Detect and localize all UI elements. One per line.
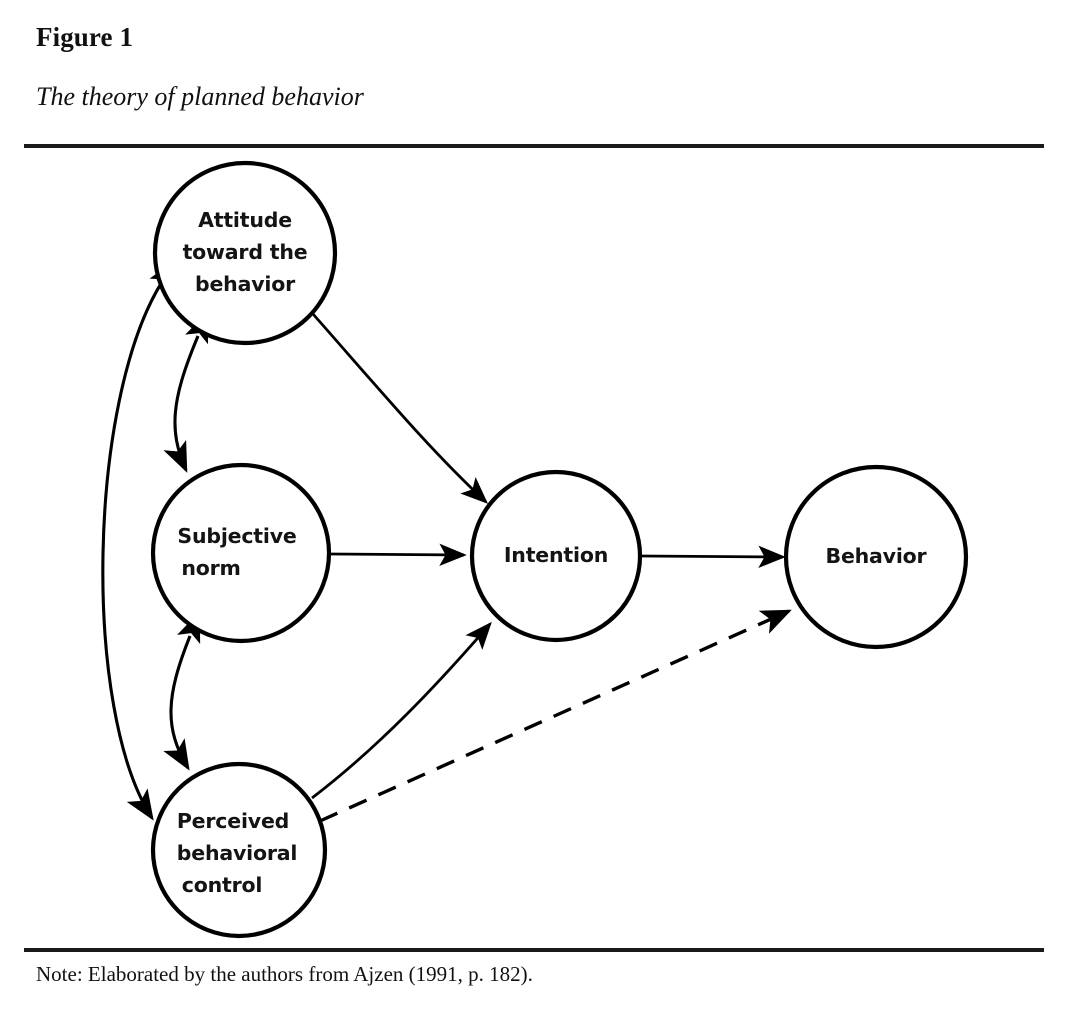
subjective-norm-circle[interactable] xyxy=(150,462,332,644)
figure-label: Figure 1 xyxy=(36,22,134,52)
node-subjective-norm[interactable]: Subjective norm xyxy=(150,462,332,644)
edge-attitude-subjective-norm xyxy=(163,311,209,473)
intention-label: Intention xyxy=(504,543,608,567)
intention-circle[interactable] xyxy=(469,469,643,643)
figure-note: Note: Elaborated by the authors from Ajz… xyxy=(36,962,533,986)
subjective-norm-label-line-1: Subjective xyxy=(177,524,296,548)
attitude-label-line-1: Attitude xyxy=(198,208,292,232)
figure-bottom-rule xyxy=(24,948,1044,952)
node-intention[interactable]: Intention xyxy=(469,469,643,643)
edge-perceived-behavioral-control-behavior xyxy=(319,609,792,823)
edge-attitude-intention xyxy=(311,313,489,504)
attitude-label-line-3: behavior xyxy=(195,272,296,296)
theory-of-planned-behavior-diagram: Behavior --> Attitude toward the behavio… xyxy=(0,150,1068,945)
edge-subjective-norm-perceived-behavioral-control xyxy=(163,611,201,771)
node-perceived-behavioral-control[interactable]: Perceived behavioral control xyxy=(150,761,328,939)
subjective-norm-label-line-2: norm xyxy=(181,556,240,580)
attitude-circle[interactable] xyxy=(152,160,338,346)
edge-intention-behavior xyxy=(640,545,786,569)
attitude-label-line-2: toward the xyxy=(183,240,308,264)
pbc-label-line-2: behavioral xyxy=(177,841,297,865)
behavior-label: Behavior xyxy=(826,544,928,568)
edge-subjective-norm-intention xyxy=(330,543,467,567)
perceived-behavioral-control-circle[interactable] xyxy=(150,761,328,939)
edge-perceived-behavioral-control-intention xyxy=(311,621,492,800)
edge-attitude-perceived-behavioral-control xyxy=(101,259,177,821)
behavior-circle[interactable] xyxy=(783,464,969,650)
figure-top-rule xyxy=(24,144,1044,148)
pbc-label-line-3: control xyxy=(182,873,262,897)
figure-caption: The theory of planned behavior xyxy=(36,82,364,111)
node-behavior[interactable]: Behavior xyxy=(783,464,969,650)
diagram-canvas: Behavior --> Attitude toward the behavio… xyxy=(101,160,969,939)
pbc-label-line-1: Perceived xyxy=(177,809,289,833)
node-attitude[interactable]: Attitude toward the behavior xyxy=(152,160,338,346)
